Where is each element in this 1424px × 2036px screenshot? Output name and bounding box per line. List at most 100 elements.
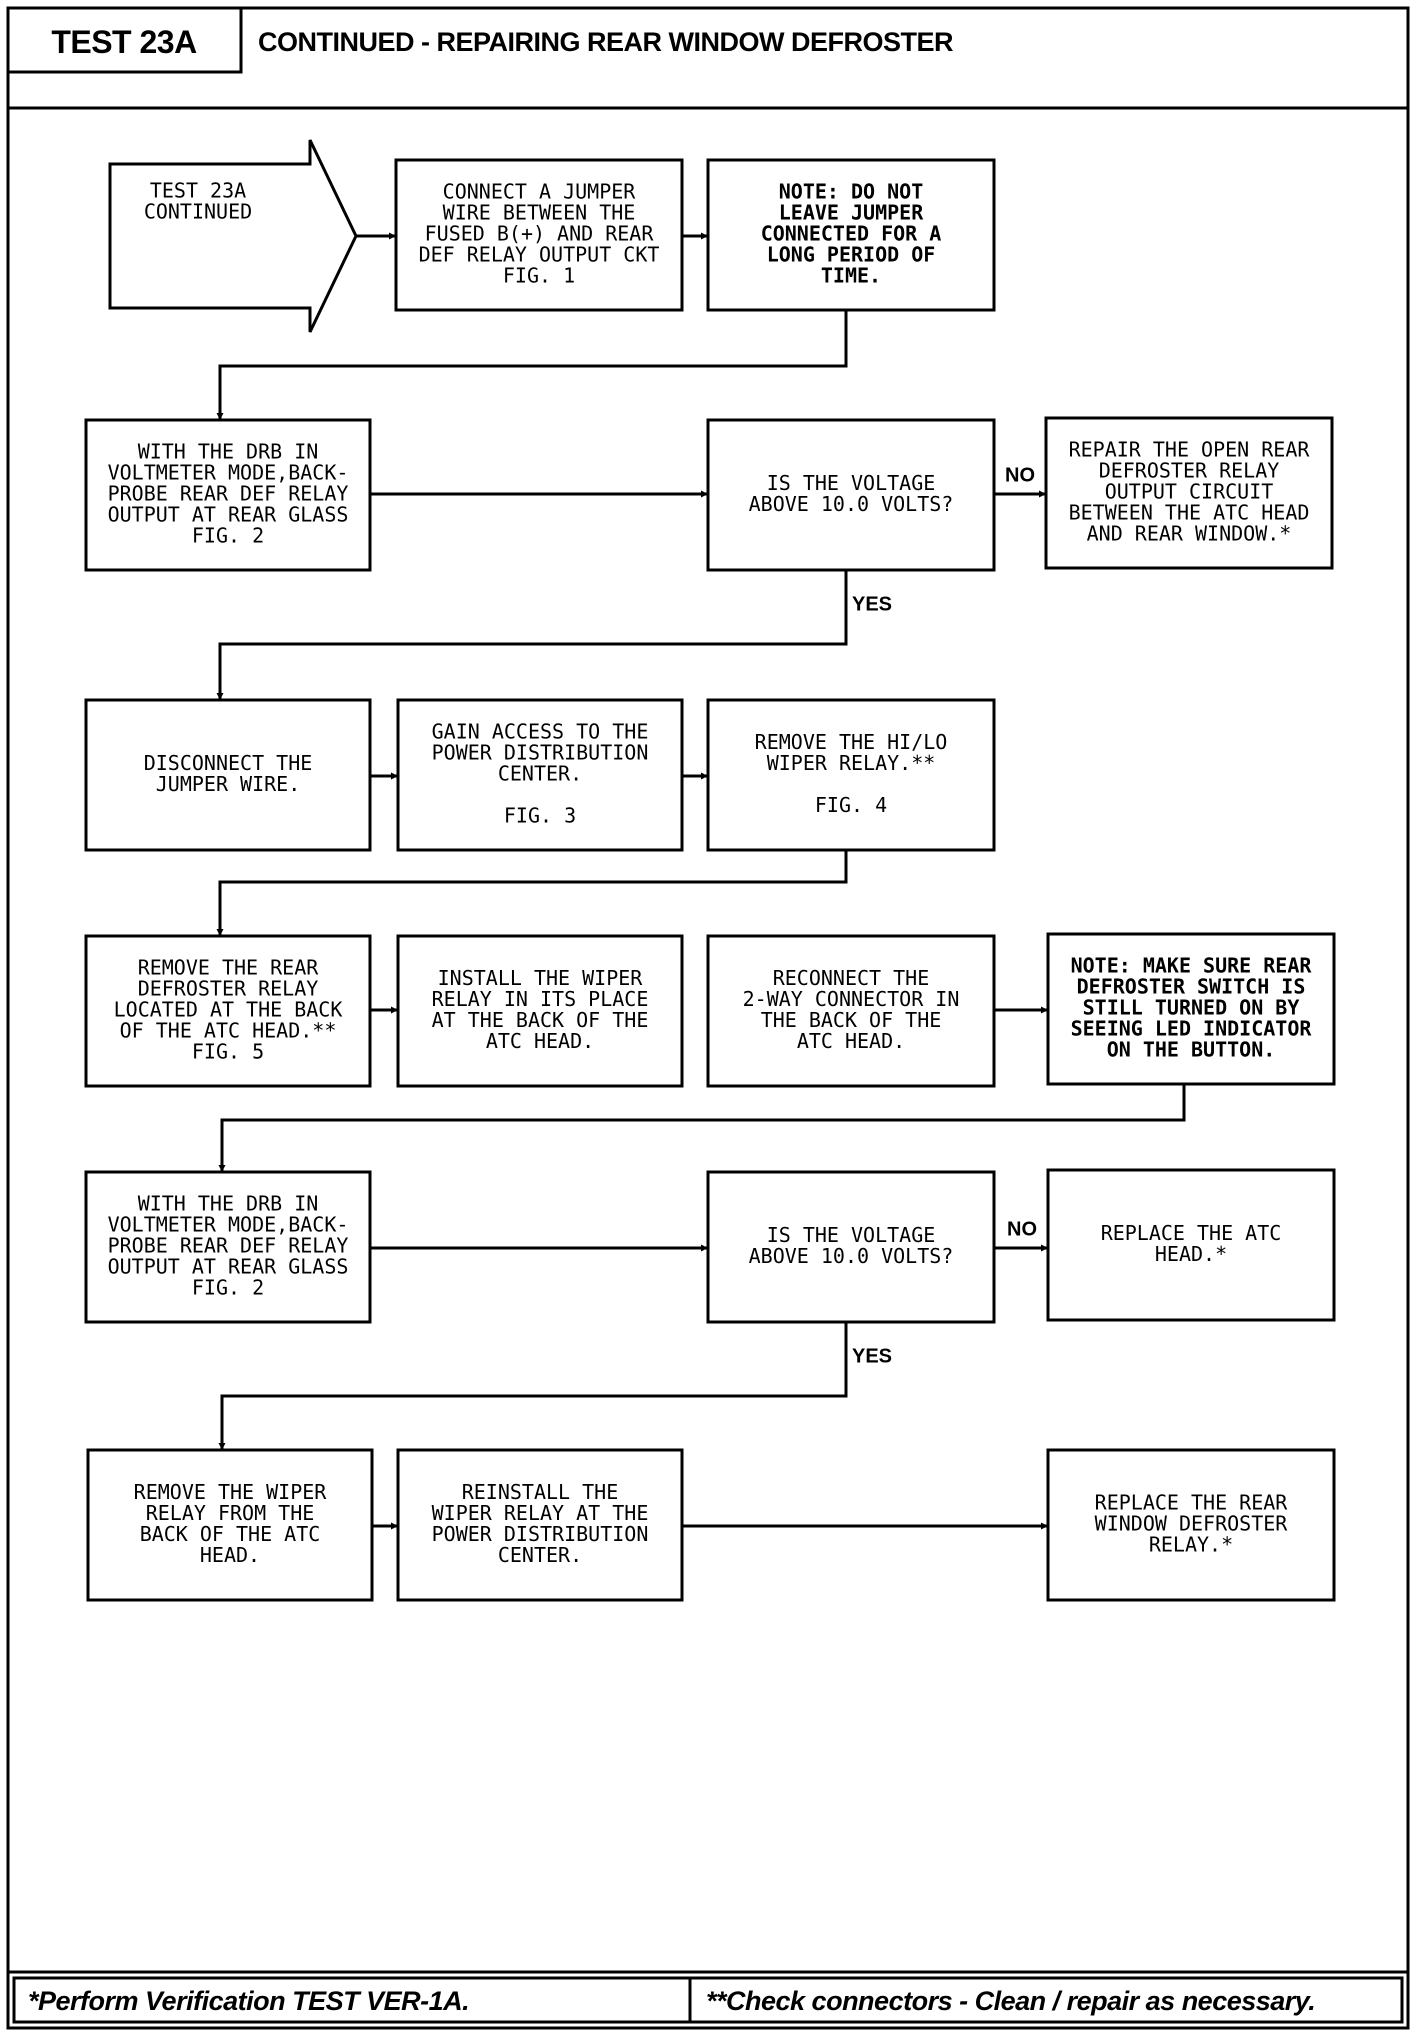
- edge-label-yes: YES: [852, 1345, 892, 1367]
- node-text-line: CENTER.: [498, 762, 582, 786]
- node-text-line: SEEING LED INDICATOR: [1071, 1017, 1313, 1041]
- edge-remove-hilo-to-remove-rear: [216, 850, 848, 936]
- node-text-line: FIG. 3: [504, 804, 576, 828]
- node-box: [396, 1448, 684, 1602]
- node-text-line: OF THE ATC HEAD.**: [120, 1019, 337, 1043]
- node-text-line: PROBE REAR DEF RELAY: [108, 1234, 349, 1258]
- node-text-line: IS THE VOLTAGE: [767, 471, 936, 495]
- node-text-line: WITH THE DRB IN: [138, 1192, 319, 1216]
- footer-connectors-note: **Check connectors - Clean / repair as n…: [706, 1985, 1316, 2016]
- node-box: [396, 698, 684, 852]
- node-text-line: RELAY.*: [1149, 1533, 1233, 1557]
- node-text-line: DEF RELAY OUTPUT CKT: [419, 243, 660, 267]
- node-text-line: 2-WAY CONNECTOR IN: [743, 987, 960, 1011]
- node-text-line: FUSED B(+) AND REAR: [425, 222, 655, 246]
- node-text-line: AT THE BACK OF THE: [432, 1008, 649, 1032]
- node-text-line: REPLACE THE REAR: [1095, 1491, 1289, 1515]
- node-text-line: WITH THE DRB IN: [138, 440, 319, 464]
- node-text-line: TIME.: [821, 264, 881, 288]
- node-text-line: WINDOW DEFROSTER: [1095, 1512, 1289, 1536]
- node-box: [706, 418, 996, 572]
- edge-note-switch-to-probe-2: [218, 1084, 1186, 1172]
- node-box: [1046, 1448, 1336, 1602]
- node-text-line: POWER DISTRIBUTION: [432, 1522, 649, 1546]
- node-text-line: TEST 23A: [150, 179, 246, 203]
- node-text-line: BETWEEN THE ATC HEAD: [1069, 501, 1310, 525]
- header-test-box: [6, 6, 243, 74]
- node-box: [706, 698, 996, 852]
- node-text-line: DEFROSTER RELAY: [138, 977, 319, 1001]
- node-box: [706, 934, 996, 1088]
- node-text-line: OUTPUT CIRCUIT: [1105, 480, 1274, 504]
- node-box: [396, 934, 684, 1088]
- node-text-line: REPLACE THE ATC: [1101, 1221, 1282, 1245]
- footer-verification-note: *Perform Verification TEST VER-1A.: [28, 1985, 470, 2016]
- node-text-line: CONNECTED FOR A: [761, 222, 942, 246]
- node-text-line: WIRE BETWEEN THE: [443, 201, 636, 225]
- node-box: [84, 418, 372, 572]
- test-number-label: TEST 23A: [51, 23, 197, 60]
- node-text-line: FIG. 5: [192, 1040, 264, 1064]
- node-text-line: ABOVE 10.0 VOLTS?: [749, 492, 954, 516]
- node-text-line: IS THE VOLTAGE: [767, 1223, 936, 1247]
- node-text-line: CONNECT A JUMPER: [443, 180, 637, 204]
- node-text-line: WIPER RELAY.**: [767, 751, 936, 775]
- node-box: [86, 1448, 374, 1602]
- edge-voltage-1-to-disconnect: [216, 570, 848, 700]
- node-text-line: PROBE REAR DEF RELAY: [108, 482, 349, 506]
- start-arrow-shape: [108, 139, 358, 333]
- outer-frame: [6, 6, 1410, 2030]
- node-text-line: CONTINUED: [144, 200, 252, 224]
- node-text-line: RECONNECT THE: [773, 966, 930, 990]
- node-text-line: REMOVE THE REAR: [138, 956, 320, 980]
- node-text-line: DEFROSTER RELAY: [1099, 459, 1280, 483]
- node-text-line: ATC HEAD.: [797, 1029, 905, 1053]
- node-text-line: FIG. 1: [503, 264, 575, 288]
- node-text-line: OUTPUT AT REAR GLASS: [108, 503, 349, 527]
- node-text-line: BACK OF THE ATC: [140, 1522, 321, 1546]
- node-box: [84, 934, 372, 1088]
- node-text-line: GAIN ACCESS TO THE: [432, 720, 649, 744]
- node-text-line: REINSTALL THE: [462, 1480, 619, 1504]
- node-text-line: THE BACK OF THE: [761, 1008, 942, 1032]
- node-text-line: POWER DISTRIBUTION: [432, 741, 649, 765]
- node-text-line: HEAD.*: [1155, 1242, 1227, 1266]
- node-text-line: FIG. 2: [192, 524, 264, 548]
- edge-voltage-2-to-remove-wiper: [218, 1322, 848, 1450]
- node-box: [1046, 1168, 1336, 1322]
- edge-note-jumper-to-probe-1: [216, 310, 848, 420]
- node-text-line: FIG. 2: [192, 1276, 264, 1300]
- node-text-line: WIPER RELAY AT THE: [432, 1501, 649, 1525]
- node-box: [394, 158, 684, 312]
